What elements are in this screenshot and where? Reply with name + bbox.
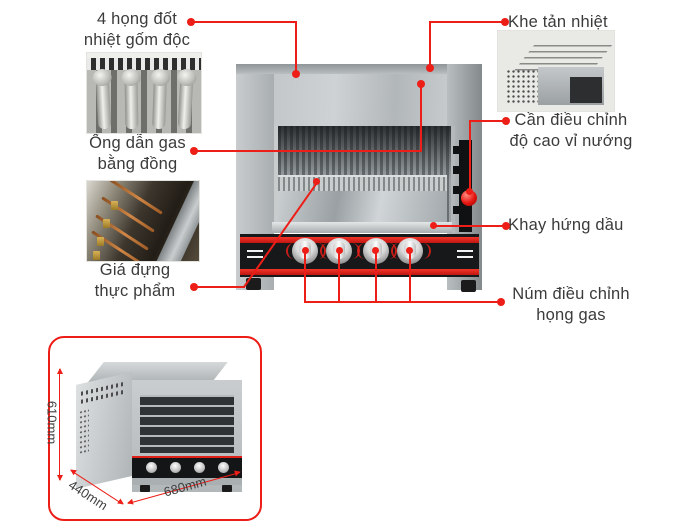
callout-line-gas-knobs — [304, 301, 501, 303]
callout-line-food-rack — [195, 286, 245, 288]
callout-dot-burners — [292, 70, 300, 78]
lever-slot-teeth — [453, 146, 460, 226]
panel-trim-right — [457, 250, 473, 260]
callout-line-height-lever — [469, 120, 471, 192]
label-gas-knobs: Núm điều chỉnh họng gas — [505, 284, 637, 326]
label-gas-pipe-line1: Ống dẫn gas — [89, 134, 186, 152]
callout-dot-gas-knobs — [302, 247, 309, 254]
callout-line-burners — [191, 21, 297, 23]
label-food-rack-line1: Giá đựng — [99, 261, 171, 279]
label-food-rack: Giá đựng thực phẩm — [85, 260, 185, 302]
oil-tray — [278, 191, 447, 223]
callout-dot-burners — [187, 18, 195, 26]
callout-dot-gas-pipe — [190, 147, 198, 155]
mini-oven-left-face — [76, 372, 132, 489]
callout-line-heat-vent — [429, 21, 431, 70]
callout-line-gas-pipe — [420, 84, 422, 152]
label-gas-knobs-line1: Núm điều chỉnh — [512, 285, 630, 303]
label-gas-pipe-line2: bằng đồng — [97, 155, 178, 173]
burner-rail — [87, 58, 201, 70]
label-food-rack-line2: thực phẩm — [94, 282, 176, 300]
burner-tube — [95, 76, 112, 130]
callout-dot-gas-pipe — [417, 80, 425, 88]
burner-tube — [124, 76, 139, 130]
callout-line-heat-vent — [429, 21, 505, 23]
label-height-lever-line1: Cần điều chỉnh — [514, 111, 628, 129]
callout-line-oil-tray — [434, 225, 506, 227]
vent-opening — [570, 77, 602, 103]
photo-ceramic-burners — [86, 52, 202, 134]
mini-oven-foot — [140, 485, 150, 492]
label-height-lever: Cần điều chỉnh độ cao vỉ nướng — [505, 110, 637, 152]
callout-line-burners — [295, 21, 297, 75]
oven-top-edge — [236, 64, 482, 74]
panel-red-stripe-bottom — [240, 269, 479, 275]
callout-dot-gas-knobs — [372, 247, 379, 254]
brass-fitting — [111, 201, 118, 210]
callout-dot-gas-knobs — [497, 298, 505, 306]
red-lever-ball — [461, 190, 477, 206]
oven-foot-right — [461, 280, 476, 292]
callout-dot-heat-vent — [501, 18, 509, 26]
callout-line-height-lever — [469, 120, 506, 122]
callout-dot-height-lever — [466, 188, 473, 195]
label-gas-pipe: Ống dẫn gas bằng đồng — [85, 133, 190, 175]
callout-dot-gas-knobs — [406, 247, 413, 254]
burner-tube — [152, 76, 167, 130]
callout-line-gas-knobs — [375, 252, 377, 303]
mini-gas-knob — [218, 462, 229, 473]
mini-gas-knob — [194, 462, 205, 473]
gas-knob-1 — [286, 238, 326, 264]
brass-fitting — [93, 251, 100, 260]
callout-line-gas-pipe — [195, 150, 422, 152]
callout-dot-heat-vent — [426, 64, 434, 72]
mini-oven-front-face — [132, 380, 242, 492]
lever-slot — [459, 140, 472, 232]
photo-heat-vents — [497, 30, 615, 112]
panel-red-stripe-top — [240, 237, 479, 243]
label-height-lever-line2: độ cao vỉ nướng — [509, 132, 633, 150]
mini-oven-opening — [140, 395, 234, 453]
callout-dot-height-lever — [502, 117, 510, 125]
mini-perforation-dots — [79, 407, 89, 455]
label-heat-vent-line1: Khe tản nhiệt — [508, 13, 608, 31]
burner-tube — [177, 76, 194, 130]
photo-copper-pipes — [86, 180, 200, 262]
vent-left-face — [506, 69, 538, 103]
oil-tray-lip — [272, 222, 452, 233]
callout-dot-oil-tray — [430, 222, 437, 229]
callout-line-gas-knobs — [304, 252, 306, 303]
label-burners-line1: 4 họng đốt — [97, 10, 177, 28]
mini-oven-foot — [222, 485, 232, 492]
callout-dot-food-rack — [190, 283, 198, 291]
mini-gas-knob — [170, 462, 181, 473]
callout-line-gas-knobs — [338, 252, 340, 303]
dim-height-label: 610mm — [44, 400, 60, 445]
panel-trim-left — [247, 250, 263, 260]
oven-foot-left — [246, 278, 261, 290]
label-oil-tray-line1: Khay hứng dầu — [508, 216, 624, 234]
label-oil-tray: Khay hứng dầu — [508, 215, 633, 236]
callout-dot-food-rack — [313, 178, 320, 185]
callout-dot-gas-knobs — [336, 247, 343, 254]
mini-oven-base — [132, 478, 242, 485]
brass-fitting — [97, 237, 104, 246]
brass-fitting — [103, 219, 110, 228]
mini-gas-knob — [146, 462, 157, 473]
label-gas-knobs-line2: họng gas — [536, 306, 606, 324]
callout-dot-oil-tray — [502, 222, 510, 230]
callout-line-gas-knobs — [409, 252, 411, 303]
label-heat-vent: Khe tản nhiệt — [508, 12, 618, 33]
